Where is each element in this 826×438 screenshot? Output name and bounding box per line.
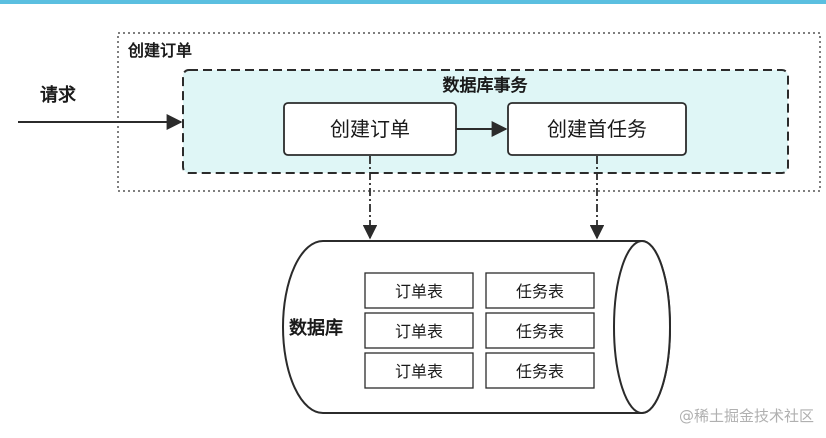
task-table-cell — [485, 352, 595, 389]
order-table-label: 订单表 — [395, 322, 443, 341]
task-table-cell — [485, 312, 595, 349]
outer-create-order-box — [117, 32, 821, 192]
transaction-label: 数据库事务 — [443, 75, 529, 96]
top-accent-bar — [0, 0, 826, 4]
create-first-task-step-box — [507, 102, 687, 156]
task-tables-column: 任务表 任务表 任务表 — [485, 272, 595, 389]
outer-box-label: 创建订单 — [127, 41, 192, 60]
order-tables-column: 订单表 订单表 订单表 — [364, 272, 474, 389]
request-label: 请求 — [40, 84, 77, 106]
order-table-cell — [364, 352, 474, 389]
create-first-task-step-label: 创建首任务 — [547, 117, 647, 141]
order-table-cell — [364, 312, 474, 349]
database-cylinder-end — [613, 240, 671, 414]
task-table-label: 任务表 — [516, 282, 564, 301]
database-label: 数据库 — [289, 317, 343, 339]
task-table-label: 任务表 — [516, 362, 564, 381]
order-table-cell — [364, 272, 474, 309]
task-table-label: 任务表 — [516, 322, 564, 341]
order-table-label: 订单表 — [395, 282, 443, 301]
order-table-label: 订单表 — [395, 362, 443, 381]
task-table-cell — [485, 272, 595, 309]
watermark: @稀土掘金技术社区 — [678, 407, 814, 425]
create-order-step-label: 创建订单 — [330, 117, 410, 141]
